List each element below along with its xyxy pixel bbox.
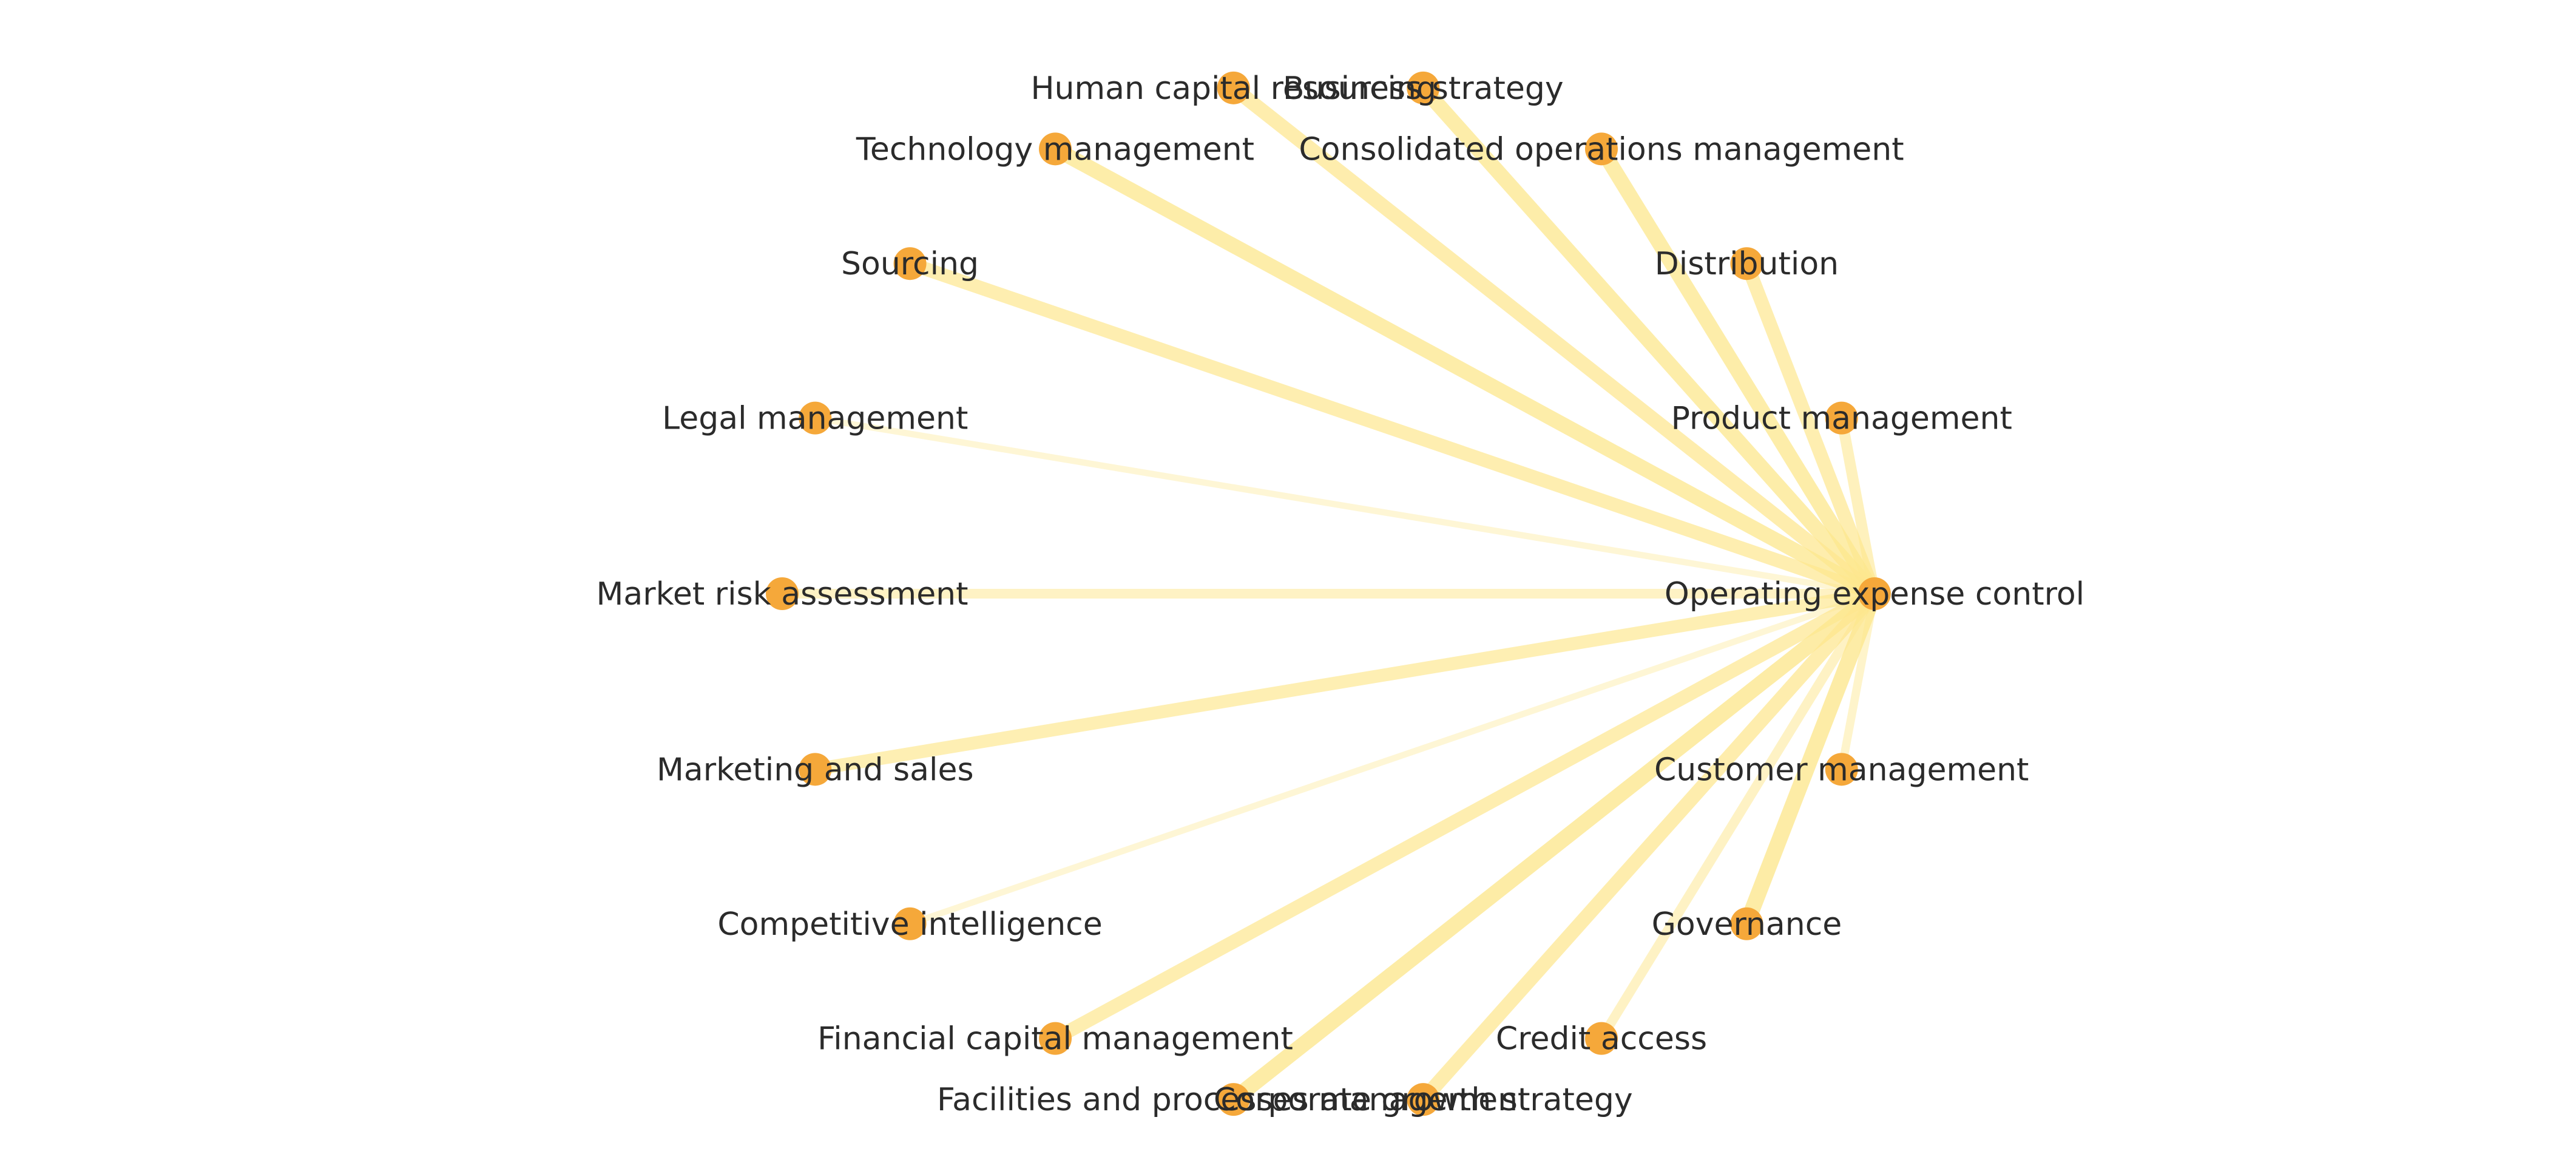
edge-financial-capital-management bbox=[1048, 586, 1882, 1045]
node-label-customer-management: Customer management bbox=[1654, 752, 2029, 788]
node-financial-capital-management[interactable] bbox=[1039, 1022, 1072, 1055]
node-label-distribution: Distribution bbox=[1655, 246, 1839, 282]
node-credit-access[interactable] bbox=[1585, 1022, 1618, 1055]
node-label-corporate-growth-strategy: Corporate growth strategy bbox=[1214, 1082, 1633, 1118]
node-corporate-growth-strategy[interactable] bbox=[1407, 1083, 1440, 1116]
node-legal-management[interactable] bbox=[799, 401, 832, 435]
node-label-governance: Governance bbox=[1652, 906, 1842, 943]
node-label-credit-access: Credit access bbox=[1496, 1021, 1707, 1057]
edge-legal-management bbox=[812, 415, 1878, 597]
node-label-product-management: Product management bbox=[1671, 401, 2012, 437]
edge-corporate-growth-strategy bbox=[1416, 586, 1882, 1107]
edge-governance bbox=[1739, 586, 1882, 932]
node-label-sourcing: Sourcing bbox=[841, 246, 979, 282]
node-label-market-risk-assessment: Market risk assessment bbox=[596, 576, 968, 613]
edge-competitive-intelligence bbox=[907, 590, 1878, 927]
node-label-legal-management: Legal management bbox=[662, 401, 968, 437]
edge-business-strategy bbox=[1415, 80, 1882, 602]
node-market-risk-assessment[interactable] bbox=[766, 577, 799, 610]
node-customer-management[interactable] bbox=[1825, 753, 1858, 786]
node-governance[interactable] bbox=[1730, 907, 1763, 940]
edge-customer-management bbox=[1837, 589, 1879, 774]
edge-sourcing bbox=[903, 256, 1882, 601]
node-label-competitive-intelligence: Competitive intelligence bbox=[717, 906, 1102, 943]
node-technology-management[interactable] bbox=[1039, 132, 1072, 166]
node-business-strategy[interactable] bbox=[1407, 71, 1440, 104]
node-marketing-and-sales[interactable] bbox=[799, 753, 832, 786]
node-operating-expense-control[interactable] bbox=[1858, 577, 1891, 610]
node-label-facilities-and-processes-management: Facilities and processes management bbox=[937, 1082, 1530, 1118]
node-label-technology-management: Technology management bbox=[856, 131, 1254, 168]
edge-technology-management bbox=[1047, 141, 1882, 602]
nodes-layer bbox=[766, 71, 1891, 1116]
edge-human-capital-resourcing bbox=[1226, 81, 1882, 601]
node-consolidated-operations-management[interactable] bbox=[1585, 132, 1618, 166]
node-label-operating-expense-control: Operating expense control bbox=[1665, 576, 2084, 613]
node-distribution[interactable] bbox=[1730, 247, 1763, 280]
node-facilities-and-processes-management[interactable] bbox=[1217, 1083, 1250, 1116]
node-human-capital-resourcing[interactable] bbox=[1217, 71, 1250, 104]
edge-distribution bbox=[1740, 256, 1882, 601]
edge-credit-access bbox=[1597, 589, 1879, 1044]
node-label-human-capital-resourcing: Human capital resourcing bbox=[1030, 70, 1436, 107]
edge-marketing-and-sales bbox=[808, 587, 1881, 776]
edge-facilities-and-processes-management bbox=[1225, 586, 1882, 1108]
node-label-marketing-and-sales: Marketing and sales bbox=[657, 752, 974, 788]
node-label-business-strategy: Business strategy bbox=[1283, 70, 1564, 107]
node-label-consolidated-operations-management: Consolidated operations management bbox=[1299, 131, 1904, 168]
node-sourcing[interactable] bbox=[893, 247, 927, 280]
edge-consolidated-operations-management bbox=[1594, 141, 1882, 602]
node-product-management[interactable] bbox=[1825, 401, 1858, 435]
labels-layer: Operating expense control Product managem… bbox=[596, 70, 2084, 1118]
node-competitive-intelligence[interactable] bbox=[893, 907, 927, 940]
edges-layer bbox=[777, 80, 1882, 1108]
node-label-financial-capital-management: Financial capital management bbox=[817, 1021, 1293, 1057]
